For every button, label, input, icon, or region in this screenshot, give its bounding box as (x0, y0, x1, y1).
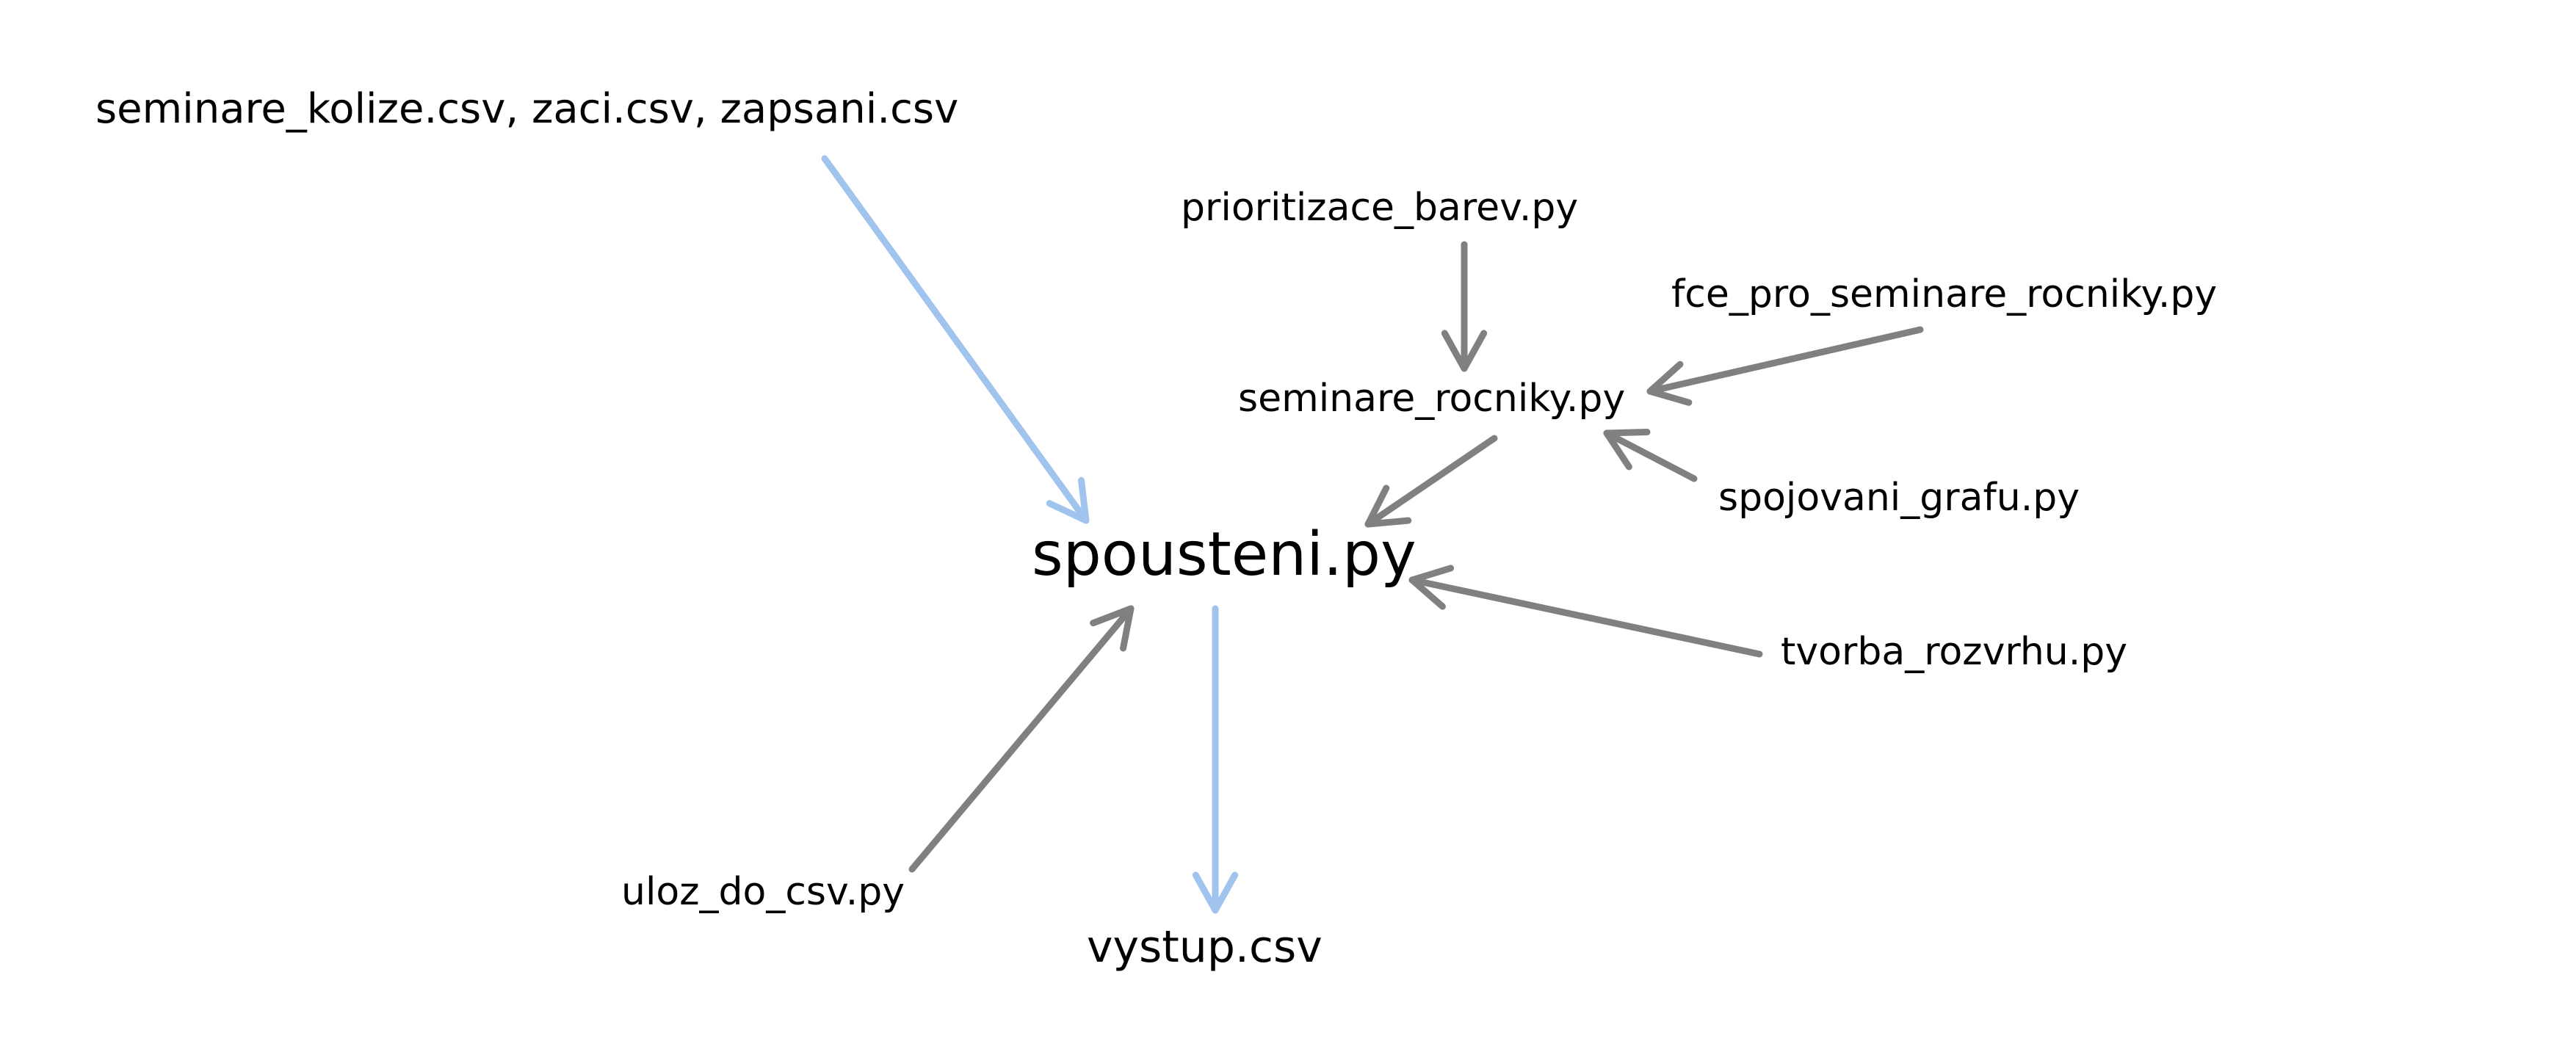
edge-tvorba-to-spousteni (1408, 565, 1763, 658)
edge-line (821, 155, 1090, 524)
node-spojovani-grafu: spojovani_grafu.py (1718, 476, 2080, 520)
arrowhead-icon (1364, 485, 1412, 528)
edge-prioritizace-to-seminare-rocniky (1441, 241, 1488, 372)
arrowhead-icon (1646, 360, 1693, 406)
edge-fce-to-seminare-rocniky (1646, 326, 1924, 406)
node-fce-pro-seminare-rocniky: fce_pro_seminare_rocniky.py (1671, 272, 2217, 316)
arrowhead-icon (1192, 871, 1239, 914)
edge-inputs-to-spousteni (821, 155, 1090, 524)
edge-uloz-to-spousteni (908, 605, 1135, 873)
edge-line (908, 605, 1135, 873)
arrowhead-icon (1603, 429, 1651, 471)
edge-spousteni-to-vystup (1192, 605, 1239, 914)
node-inputs: seminare_kolize.csv, zaci.csv, zapsani.c… (95, 85, 958, 133)
edge-seminare-rocniky-to-spousteni (1364, 435, 1498, 528)
node-seminare-rocniky: seminare_rocniky.py (1238, 377, 1625, 421)
node-spousteni: spousteni.py (1032, 520, 1417, 590)
edge-line (1408, 576, 1763, 658)
node-tvorba-rozvrhu: tvorba_rozvrhu.py (1781, 630, 2127, 674)
arrowhead-icon (1090, 605, 1135, 652)
node-prioritizace-barev: prioritizace_barev.py (1181, 186, 1578, 230)
arrowhead-icon (1046, 476, 1090, 524)
edge-line (1646, 326, 1924, 395)
arrowhead-icon (1408, 565, 1455, 610)
edge-line (1364, 435, 1498, 528)
edge-spojovani-to-seminare-rocniky (1603, 429, 1698, 482)
edge-line (1603, 429, 1698, 482)
node-vystup: vystup.csv (1087, 921, 1323, 973)
arrowhead-icon (1441, 330, 1488, 372)
edges-layer (821, 155, 1924, 914)
node-uloz-do-csv: uloz_do_csv.py (621, 870, 905, 914)
